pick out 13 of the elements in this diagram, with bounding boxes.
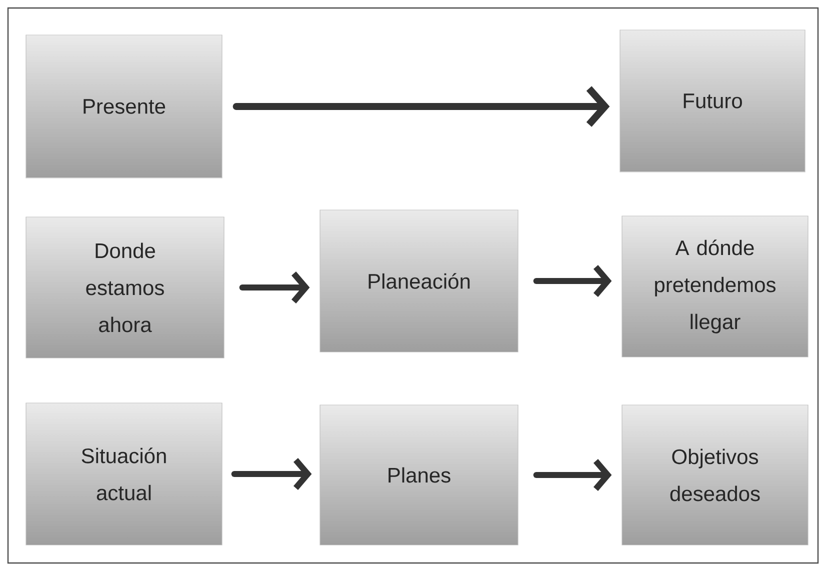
process-box: Planes: [320, 404, 518, 546]
process-box: Planeación: [320, 210, 518, 352]
arrow: [239, 272, 310, 304]
arrow: [232, 86, 610, 127]
process-box: Situación actual: [26, 402, 222, 546]
arrow: [533, 265, 612, 297]
process-box: Presente: [26, 34, 222, 178]
process-box: Futuro: [620, 30, 806, 172]
arrow: [231, 458, 312, 490]
process-box: Donde estamos ahora: [26, 216, 224, 358]
process-box: Objetivos deseados: [622, 404, 808, 546]
process-box: A dónde pretendemos llegar: [622, 216, 808, 358]
arrow: [533, 459, 612, 491]
